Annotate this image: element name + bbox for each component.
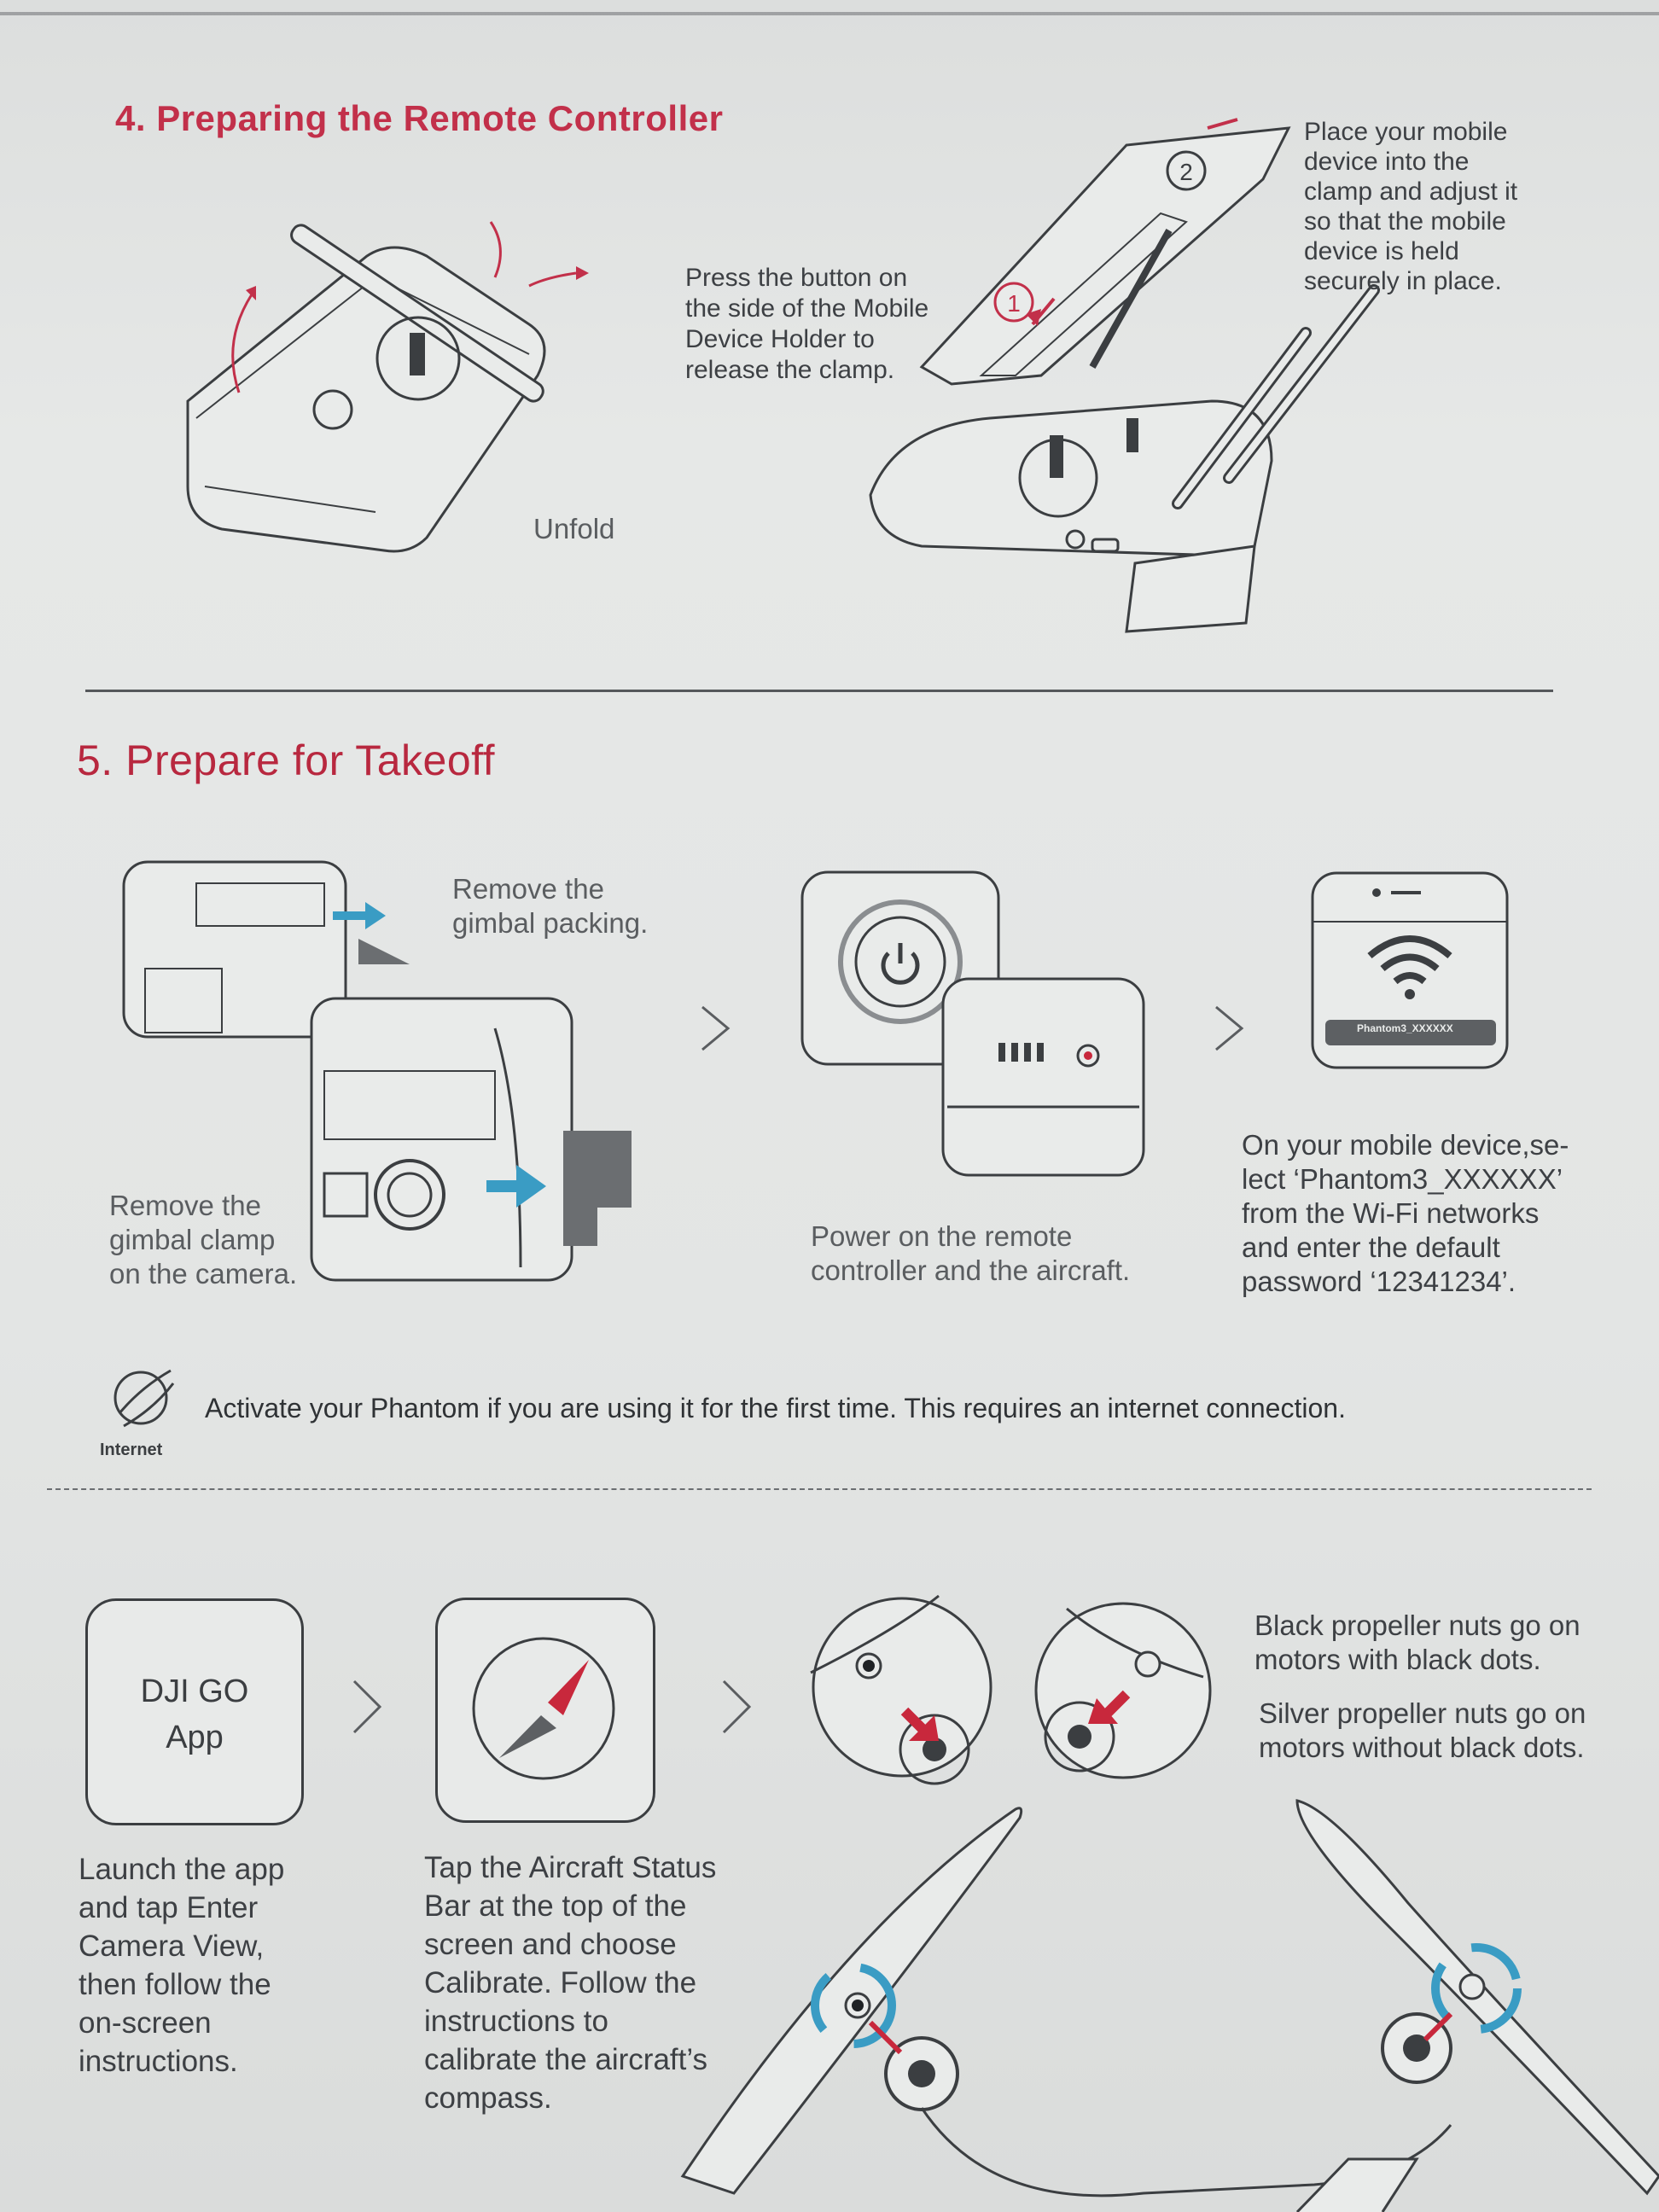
dji-go-app-box [85,1598,304,1825]
chevron-right-icon [352,1679,382,1734]
step2-marker [1166,150,1207,191]
propeller-icon [680,1799,1659,2212]
chevron-right-icon [722,1679,752,1734]
activate-text: Activate your Phantom if you are using i… [205,1393,1346,1423]
chevron-right-icon [701,1005,731,1051]
step1-number: 1 [1007,290,1021,317]
chevron-right-icon [1215,1005,1244,1051]
unfold-label: Unfold [533,513,615,544]
phone-wifi-illustration [1311,871,1509,1069]
compass-box [435,1598,655,1823]
internet-globe-icon [114,1369,175,1428]
propeller-nut-black-detail [810,1594,992,1785]
power-on-text: Power on the remote controller and the a… [811,1220,1131,1286]
wifi-network-label: Phantom3_XXXXXX [1357,1022,1453,1034]
press-button-instruction: Press the button on the side of the Mobi… [685,264,929,384]
wifi-instruction: On your mobile device,se- lect ‘Phantom3… [1242,1129,1569,1297]
remote-controller-unfold-illustration [186,221,589,553]
step2-number: 2 [1179,159,1193,185]
section4-title: 4. Preparing the Remote Controller [115,98,724,138]
launch-app-text: Launch the app and tap Enter Camera View… [79,1853,285,2078]
calibrate-compass-text: Tap the Aircraft Status Bar at the top o… [424,1851,717,2115]
section5-title: 5. Prepare for Takeoff [77,736,496,784]
remove-gimbal-packing-text: Remove the gimbal packing. [452,873,649,939]
silver-nuts-text: Silver propeller nuts go on motors witho… [1259,1697,1586,1763]
dji-go-app-label: DJI GO App [140,1674,249,1755]
internet-label: Internet [100,1441,163,1459]
section-divider [85,690,1553,692]
place-device-instruction: Place your mobile device into the clamp … [1304,118,1518,295]
power-on-illustration [800,870,1145,1177]
compass-icon [472,1637,615,1780]
dashed-divider [47,1488,1592,1490]
wifi-icon [1367,935,1452,999]
propeller-nut-silver-detail [1034,1602,1212,1779]
gimbal-illustration [122,860,632,1282]
step1-marker [993,282,1034,323]
remote-controller-holder-illustration: 1 2 [869,118,1380,633]
power-icon [881,943,920,985]
black-nuts-text: Black propeller nuts go on motors with b… [1254,1610,1580,1675]
page-top-edge [0,12,1659,15]
remove-gimbal-clamp-text: Remove the gimbal clamp on the camera. [109,1190,298,1289]
